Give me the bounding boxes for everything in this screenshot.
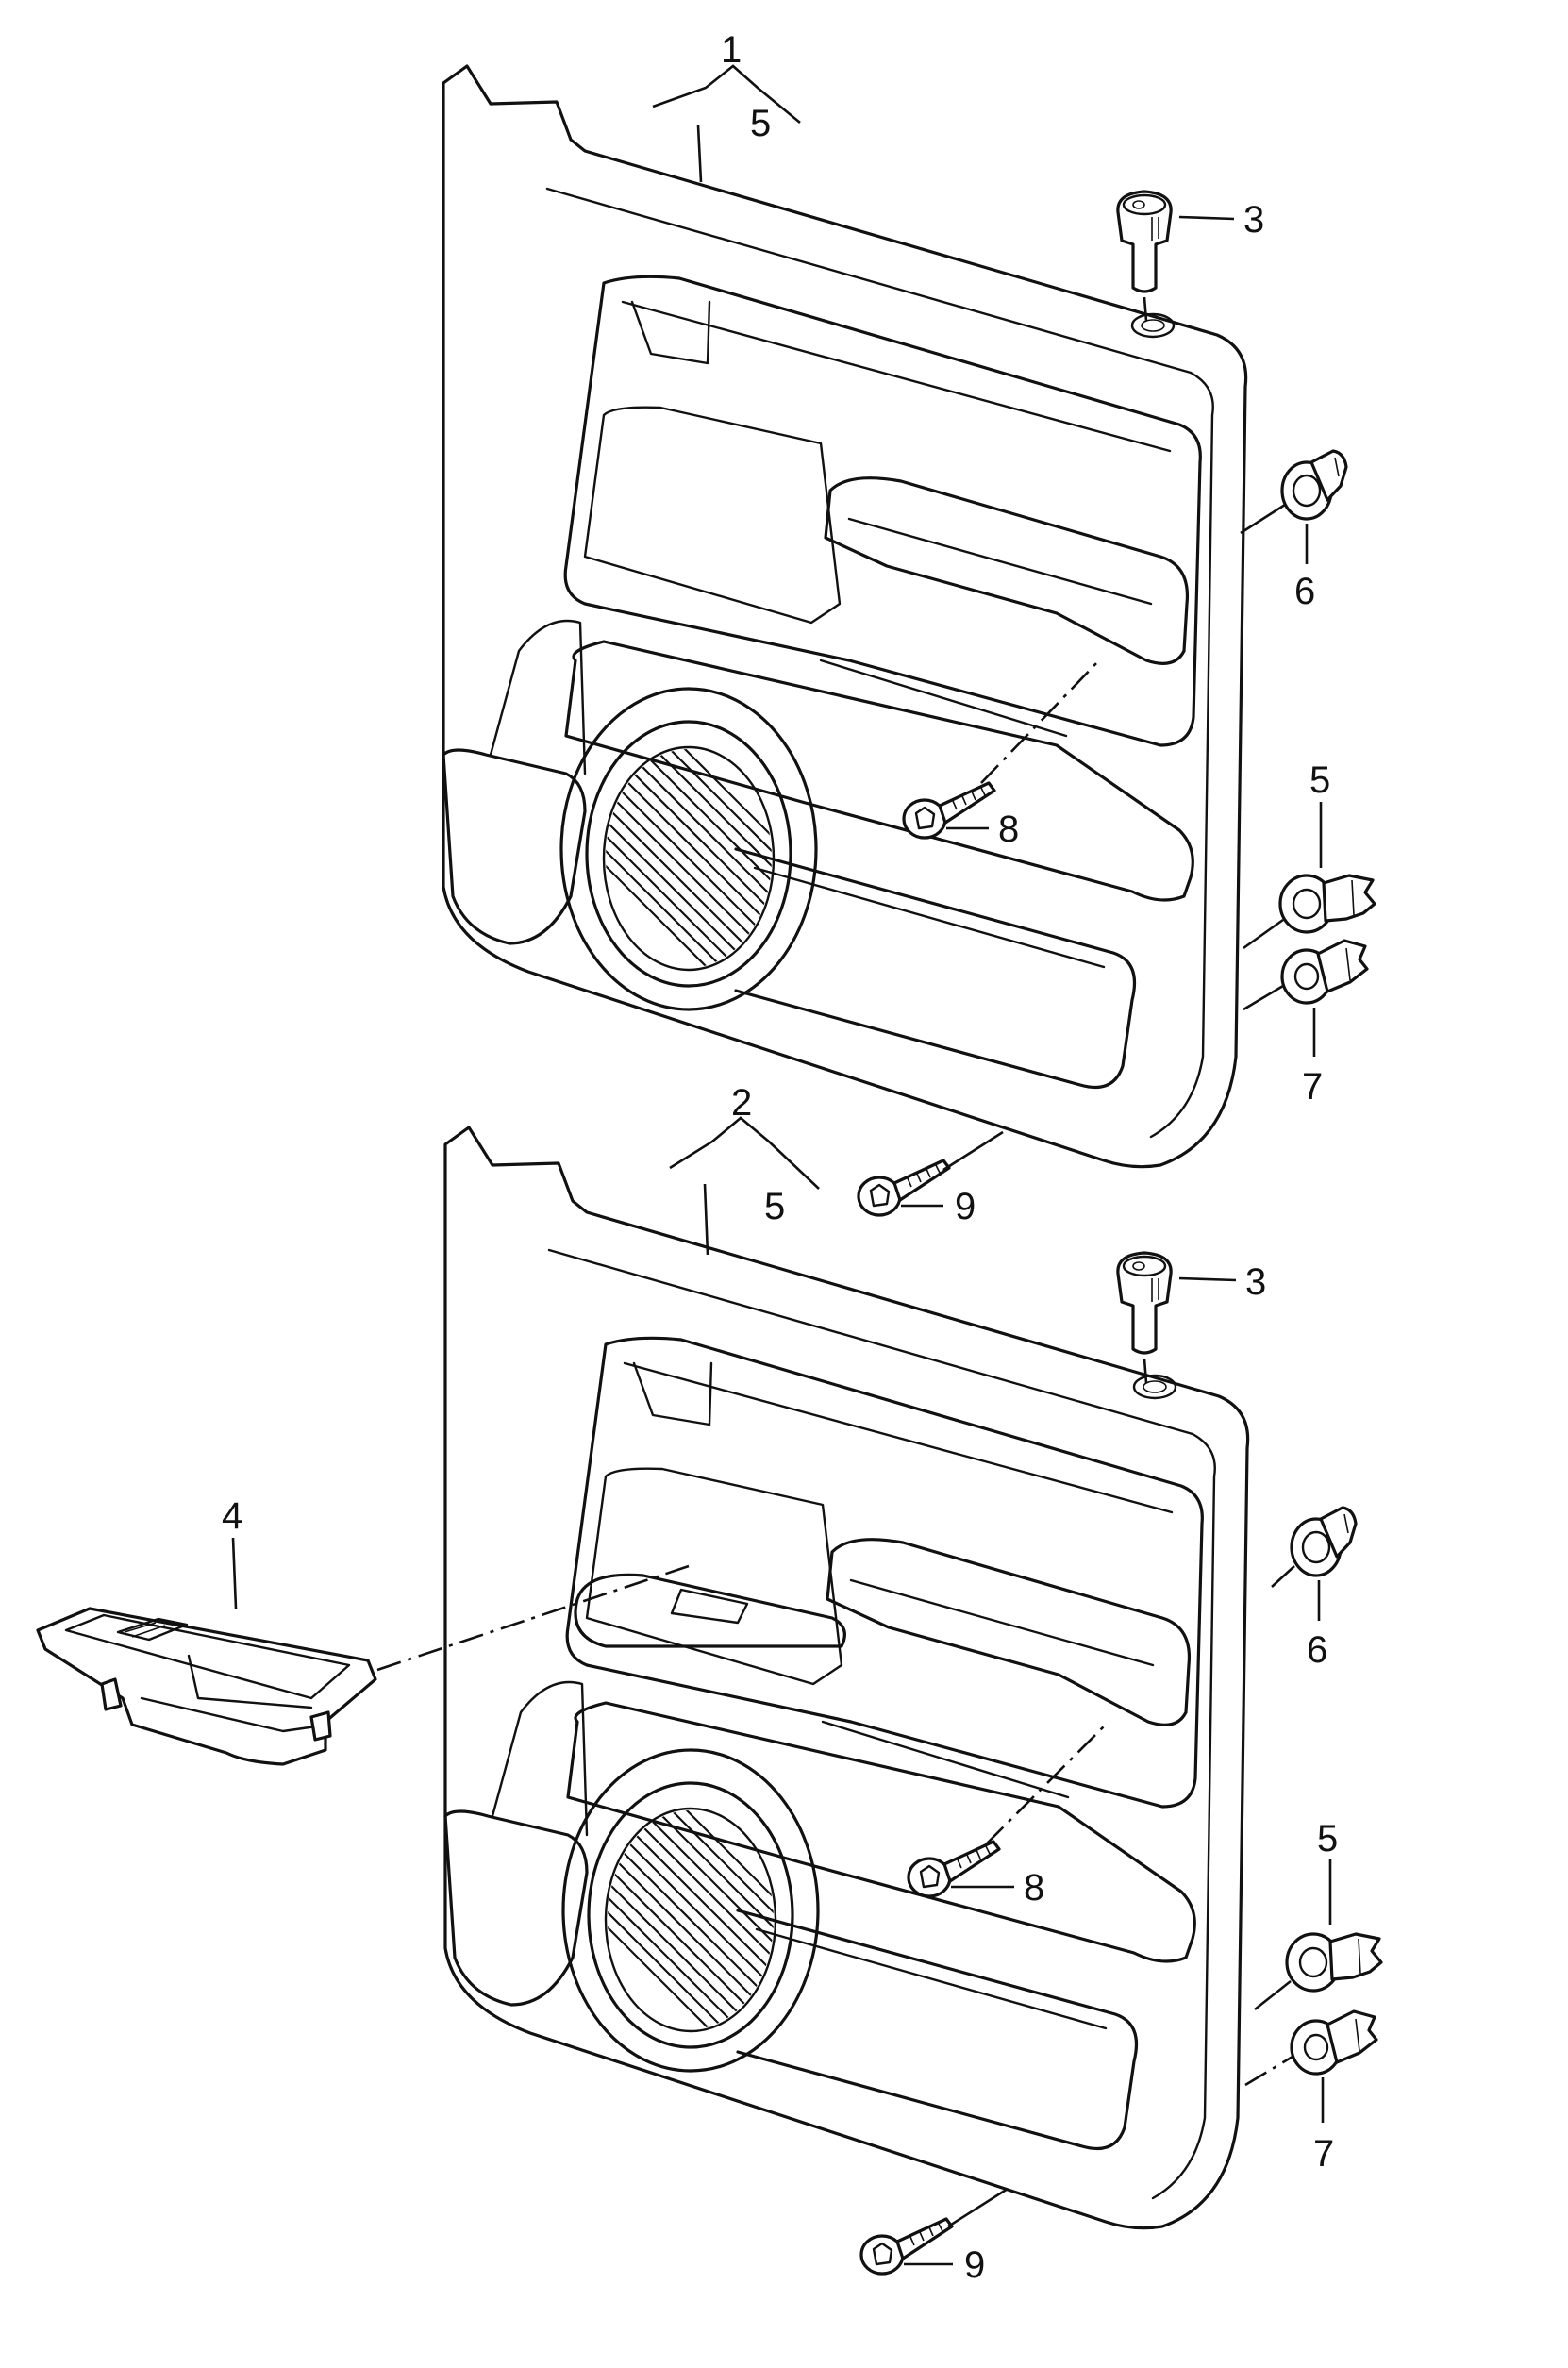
upper-group-sub-callout: 5 <box>750 103 771 144</box>
upper-callout-6: 6 <box>1294 571 1315 612</box>
upper-screw-mid-part: 8 <box>902 659 1100 850</box>
lower-callout-8: 8 <box>1024 1867 1044 1909</box>
lower-group-sub-callout: 5 <box>764 1186 785 1227</box>
lower-round-clip-part: 6 <box>1271 1506 1358 1671</box>
lower-callout-5: 5 <box>1317 1818 1338 1859</box>
upper-callout-9: 9 <box>955 1186 976 1227</box>
upper-callout-5: 5 <box>1309 759 1330 801</box>
lower-screw-bottom-part: 9 <box>859 2187 1009 2286</box>
lower-door-trim-panel <box>443 1126 1250 2230</box>
lower-screw-mid-part: 8 <box>907 1726 1105 1909</box>
callout-4: 4 <box>222 1495 242 1537</box>
upper-callout-7: 7 <box>1302 1066 1323 1108</box>
lower-callout-3: 3 <box>1245 1261 1266 1303</box>
upper-expanding-clip-part: 5 <box>1243 759 1376 950</box>
lower-expanding-clip-part: 5 <box>1254 1818 1383 2011</box>
upper-group-main-callout: 1 <box>721 29 742 71</box>
upper-callout-3: 3 <box>1243 199 1264 241</box>
lower-group-bracket: 2 5 <box>669 1082 820 1256</box>
upper-group-bracket: 1 5 <box>652 29 801 183</box>
upper-push-clip-part: 7 <box>1243 939 1369 1108</box>
lower-callout-9: 9 <box>964 2244 985 2286</box>
upper-pin-clip-part: 3 <box>1116 190 1264 322</box>
upper-screw-bottom-part: 9 <box>857 1130 1004 1227</box>
upper-round-clip-part: 6 <box>1240 449 1348 612</box>
lower-push-clip-part: 7 <box>1244 2009 1378 2175</box>
lower-group-main-callout: 2 <box>731 1082 752 1124</box>
window-switch-bezel-part: 4 <box>36 1495 690 1766</box>
lower-callout-7: 7 <box>1313 2133 1334 2175</box>
lower-pin-clip-part: 3 <box>1116 1251 1266 1384</box>
upper-callout-8: 8 <box>998 809 1019 850</box>
lower-callout-6: 6 <box>1307 1629 1327 1671</box>
